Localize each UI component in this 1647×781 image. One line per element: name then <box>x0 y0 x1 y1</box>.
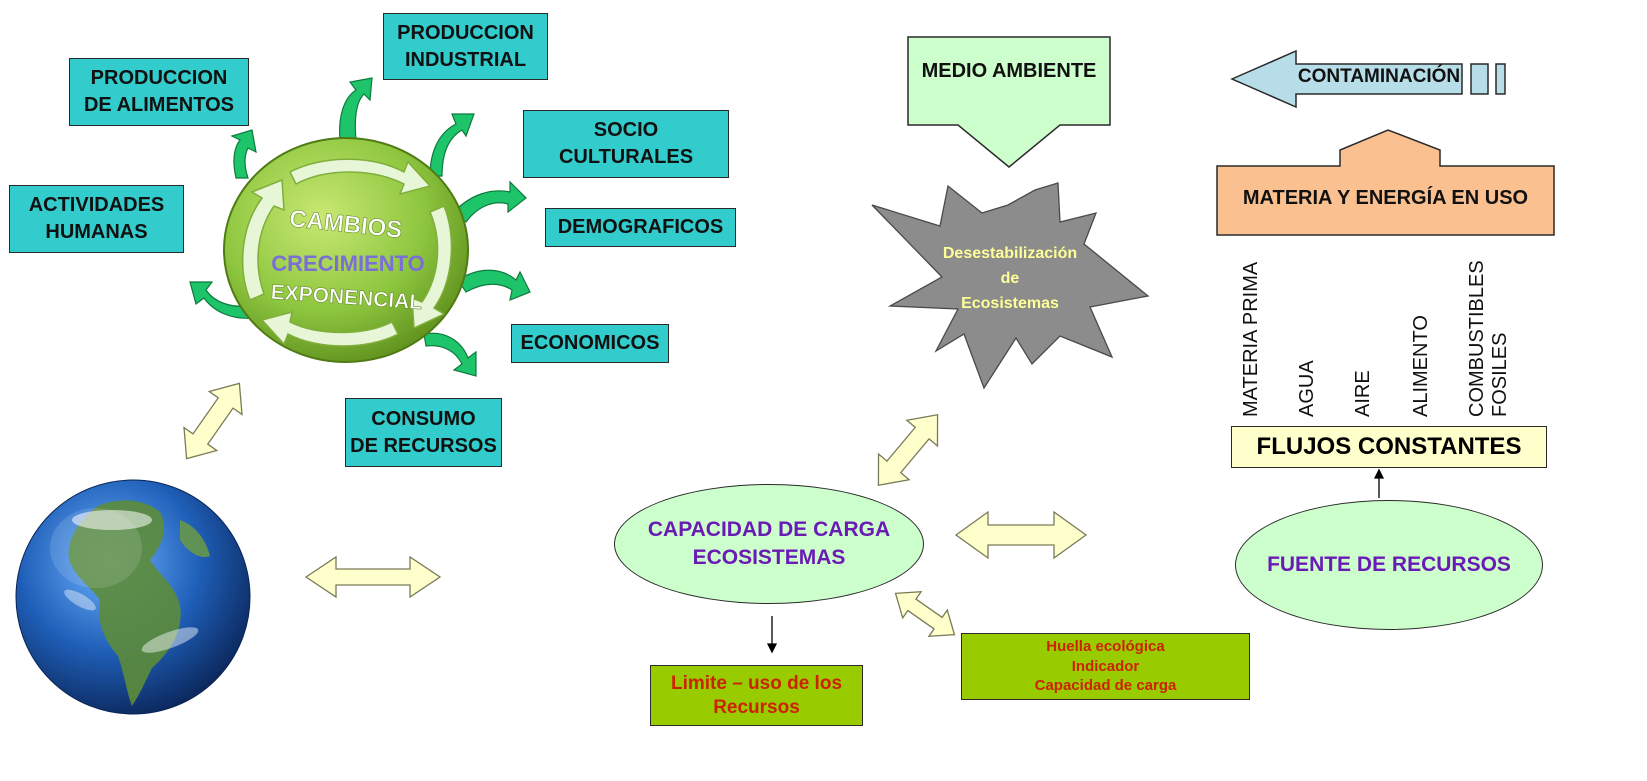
contaminacion-arrow <box>1230 49 1506 109</box>
cycle-cambios-text: CAMBIOS <box>288 205 404 244</box>
materia-energia-shape <box>1216 129 1555 236</box>
cycle-arrows <box>242 158 453 347</box>
limite-uso-box: Limite – uso de los Recursos <box>650 665 863 726</box>
radiating-arrow-consumo <box>423 332 477 377</box>
flow-materia-prima-label: MATERIA PRIMA <box>1240 261 1262 417</box>
double-arrow-globe-cycle <box>183 382 243 460</box>
cycle-ball <box>223 137 469 363</box>
contaminacion-label: CONTAMINACIÓN <box>1297 66 1461 87</box>
flujos-constantes-box: FLUJOS CONSTANTES <box>1231 426 1547 468</box>
connector-arrows <box>766 468 1385 654</box>
capacidad-carga-ellipse: CAPACIDAD DE CARGA ECOSISTEMAS <box>614 484 924 604</box>
cycle-exponencial-text: EXPONENCIAL <box>270 281 423 315</box>
materia-energia-label: MATERIA Y ENERGÍA EN USO <box>1242 187 1529 209</box>
produccion-alimentos-box: PRODUCCION DE ALIMENTOS <box>69 58 249 126</box>
radiating-arrow-actividades <box>189 281 255 319</box>
radiating-arrow-socio <box>429 113 475 177</box>
socio-culturales-box: SOCIO CULTURALES <box>523 110 729 178</box>
radiating-arrow-economicos <box>457 269 531 301</box>
fuente-recursos-ellipse: FUENTE DE RECURSOS <box>1235 500 1543 630</box>
double-arrow-capacidad-huella <box>894 590 956 638</box>
economicos-box: ECONOMICOS <box>511 324 669 363</box>
demograficos-box: DEMOGRAFICOS <box>545 208 736 247</box>
desestabilizacion-label: Desestabilización de Ecosistemas <box>942 245 1078 312</box>
flow-combustibles-fosiles-label: COMBUSTIBLES FOSILES <box>1466 260 1511 417</box>
medio-ambiente-label: MEDIO AMBIENTE <box>921 60 1097 82</box>
huella-ecologica-box: Huella ecológica Indicador Capacidad de … <box>961 633 1250 700</box>
double-arrow-capacidad-estrella <box>877 413 939 487</box>
medio-ambiente-arrow <box>907 36 1111 168</box>
actividades-humanas-box: ACTIVIDADES HUMANAS <box>9 185 184 253</box>
consumo-recursos-box: CONSUMO DE RECURSOS <box>345 398 502 467</box>
desestabilizacion-star <box>871 182 1150 390</box>
flow-alimento-label: ALIMENTO <box>1410 315 1432 417</box>
cycle-crecimiento-text: CRECIMIENTO <box>271 251 425 276</box>
radiating-arrow-industrial <box>339 77 373 141</box>
radiating-arrows <box>189 77 531 377</box>
double-arrow-globe-capacidad <box>304 555 442 599</box>
produccion-industrial-box: PRODUCCION INDUSTRIAL <box>383 13 548 80</box>
double-arrow-capacidad-fuente <box>954 510 1088 560</box>
flow-aire-label: AIRE <box>1352 370 1374 417</box>
flow-agua-label: AGUA <box>1296 360 1318 417</box>
radiating-arrow-alimentos <box>230 129 257 179</box>
double-arrows <box>183 382 1088 638</box>
radiating-arrow-demograficos <box>451 180 527 223</box>
earth-globe-icon <box>15 479 251 715</box>
